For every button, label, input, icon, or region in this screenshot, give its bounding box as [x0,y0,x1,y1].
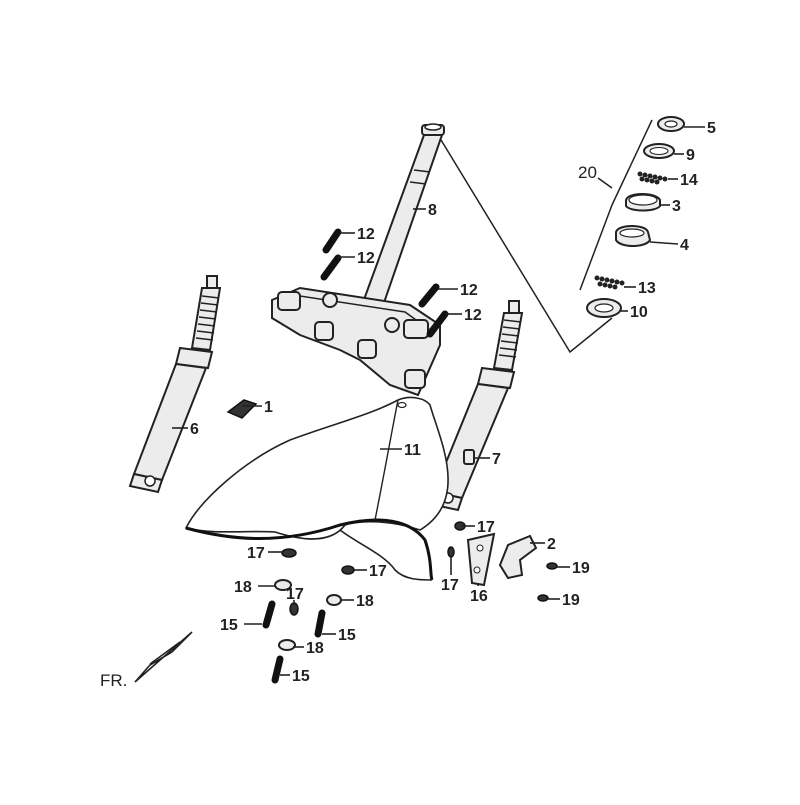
label-15a: 15 [220,617,238,634]
label-17c: 17 [369,563,387,580]
fr-label: FR. [100,671,127,690]
front-direction-arrow [134,631,193,683]
label-13: 13 [638,280,656,297]
reflector-clip [226,399,258,419]
label-12a: 12 [357,226,375,243]
label-11: 11 [404,442,421,459]
label-7: 7 [492,451,501,468]
label-12b: 12 [357,250,375,267]
label-10: 10 [630,304,648,321]
label-9: 9 [686,147,695,164]
label-16: 16 [470,588,488,605]
stem-to-bearing-connector [437,134,613,354]
label-17d: 17 [441,577,459,594]
label-17e: 17 [286,586,304,603]
label-15b: 15 [338,627,356,644]
label-19a: 19 [572,560,590,577]
label-12c: 12 [460,282,478,299]
label-20: 20 [578,163,597,182]
label-19b: 19 [562,592,580,609]
label-5: 5 [707,120,716,137]
label-1: 1 [264,399,273,416]
clamp-bolts [320,228,449,338]
label-6: 6 [190,421,199,438]
label-18c: 18 [306,640,324,657]
label-4: 4 [680,237,689,254]
label-17a: 17 [477,519,495,536]
steering-stem [271,123,445,397]
left-fork-leg [128,275,222,494]
front-fender [184,396,449,581]
label-18a: 18 [234,579,252,596]
label-2: 2 [547,536,556,553]
label-12d: 12 [464,307,482,324]
label-8: 8 [428,202,437,219]
part-labels: 20 5 9 14 3 4 13 10 8 12 12 12 12 1 6 11… [100,120,716,690]
small-hardware [262,521,558,684]
label-18b: 18 [356,593,374,610]
label-14: 14 [680,172,698,189]
label-17b: 17 [247,545,265,562]
bearing-set [579,116,685,318]
callouts [172,126,705,676]
label-3: 3 [672,198,681,215]
label-15c: 15 [292,668,310,685]
